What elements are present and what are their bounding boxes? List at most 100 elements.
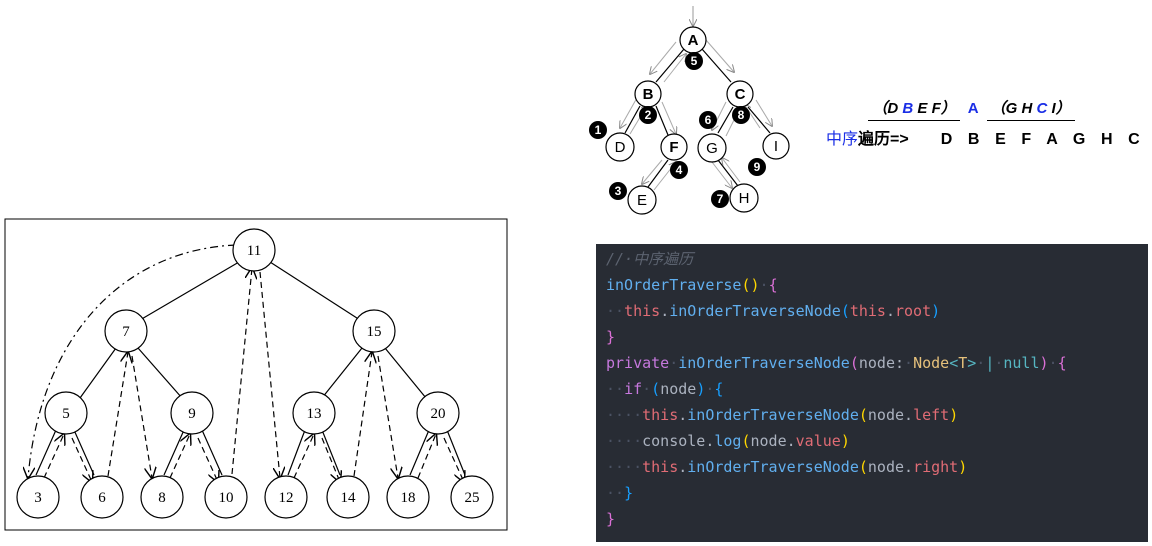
svg-text:10: 10 [219, 490, 234, 506]
right-subtree-group: （G H C I） [986, 97, 1075, 121]
svg-text:25: 25 [465, 490, 480, 506]
edge [201, 429, 223, 476]
tree-node-25: 25 [450, 475, 494, 519]
code-line-10: ··} [606, 484, 634, 502]
tree-node-8: 8 [140, 475, 184, 519]
guide-arrow [620, 95, 639, 128]
svg-text:B: B [643, 86, 654, 103]
edge [384, 347, 427, 399]
result-label-black: 遍历=> [858, 131, 909, 148]
code-line-6: ··if·(node)·{ [606, 380, 724, 398]
guide-arrow [705, 39, 734, 72]
root-label: A [967, 100, 979, 117]
start-path-arrow [28, 244, 237, 478]
svg-text:3: 3 [615, 184, 622, 198]
small-node-A: A [679, 26, 707, 54]
edge-A-C [701, 48, 732, 83]
big-tree-diagram: 11 7 15 5 9 13 20 3 6 8 10 12 14 18 25 [4, 218, 508, 531]
edge [409, 429, 430, 476]
small-node-B: B [634, 80, 662, 108]
traversal-arrow [107, 352, 128, 477]
guide-arrow [722, 158, 741, 183]
code-line-7: ····this.inOrderTraverseNode(node.left) [606, 406, 959, 424]
code-line-11: } [606, 510, 616, 528]
svg-text:14: 14 [341, 490, 357, 506]
step-badge-7: 7 [711, 190, 729, 208]
traversal-arrow [169, 434, 190, 479]
tree-node-14: 14 [326, 475, 370, 519]
traversal-arrow [353, 352, 372, 477]
svg-text:7: 7 [717, 192, 724, 206]
tree-node-3: 3 [16, 475, 60, 519]
tree-node-5: 5 [44, 391, 88, 435]
edge [269, 261, 361, 321]
small-node-D: D [605, 132, 635, 162]
edge-B-D [624, 105, 641, 134]
tree-node-9: 9 [170, 391, 214, 435]
svg-text:18: 18 [401, 490, 416, 506]
code-line-9: ····this.inOrderTraverseNode(node.right) [606, 458, 968, 476]
traversal-arrow [259, 271, 280, 478]
traversal-arrow [131, 355, 152, 478]
svg-text:C: C [735, 86, 746, 103]
guide-arrow [642, 159, 663, 184]
guide-arrow [661, 101, 676, 134]
guide-arrow [650, 41, 677, 74]
tree-node-18: 18 [386, 475, 430, 519]
svg-text:2: 2 [645, 108, 652, 122]
traversal-arrow [231, 268, 252, 475]
step-badge-6: 6 [699, 111, 717, 129]
small-node-I: I [762, 132, 790, 160]
step-badge-8: 8 [732, 106, 750, 124]
result-sequence: D B E F A G H C I [940, 131, 1152, 148]
traversal-arrow [443, 437, 464, 482]
svg-text:6: 6 [705, 113, 712, 127]
svg-text:8: 8 [158, 490, 166, 506]
step-badge-9: 9 [748, 158, 766, 176]
guide-arrow [711, 161, 732, 188]
tree-node-12: 12 [264, 475, 308, 519]
edge-C-G [717, 106, 734, 134]
tree-node-7: 7 [104, 309, 148, 353]
svg-text:H: H [739, 190, 750, 207]
svg-text:4: 4 [676, 163, 683, 177]
svg-text:12: 12 [279, 490, 294, 506]
svg-text:E: E [637, 192, 647, 209]
code-line-5: private·inOrderTraverseNode(node:·Node<T… [606, 354, 1067, 372]
svg-text:9: 9 [188, 406, 196, 422]
traversal-arrow [71, 437, 92, 482]
tree-node-10: 10 [204, 475, 248, 519]
svg-text:20: 20 [431, 406, 446, 422]
guide-arrow [755, 99, 772, 126]
code-line-3: ··this.inOrderTraverseNode(this.root) [606, 302, 941, 320]
svg-text:D: D [615, 139, 626, 156]
small-node-H: H [729, 183, 759, 213]
svg-text:I: I [774, 138, 778, 155]
small-node-F: F [660, 133, 688, 161]
traversal-arrow [417, 434, 436, 479]
inorder-result: 中序遍历=>D B E F A G H C I [826, 125, 1152, 149]
svg-text:F: F [669, 139, 678, 156]
guide-arrow [744, 104, 761, 129]
guide-arrow [663, 54, 686, 83]
traversal-arrow [377, 355, 398, 478]
code-line-4: } [606, 328, 616, 346]
step-badge-3: 3 [609, 182, 627, 200]
svg-text:5: 5 [691, 54, 698, 68]
edge [139, 261, 240, 321]
small-node-C: C [726, 80, 754, 108]
edge-C-I [747, 106, 771, 134]
small-node-E: E [627, 185, 657, 215]
edge-F-E [647, 159, 669, 188]
traversal-arrow [293, 434, 314, 479]
edge [137, 347, 183, 399]
svg-text:11: 11 [247, 243, 261, 259]
svg-text:1: 1 [595, 123, 602, 137]
step-badge-4: 4 [670, 161, 688, 179]
edge-B-F [655, 105, 669, 136]
tree-node-11: 11 [232, 228, 276, 272]
svg-text:15: 15 [367, 324, 382, 340]
tree-node-15: 15 [352, 309, 396, 353]
traversal-arrow [321, 437, 340, 482]
code-comment: //·中序遍历 [606, 250, 694, 268]
